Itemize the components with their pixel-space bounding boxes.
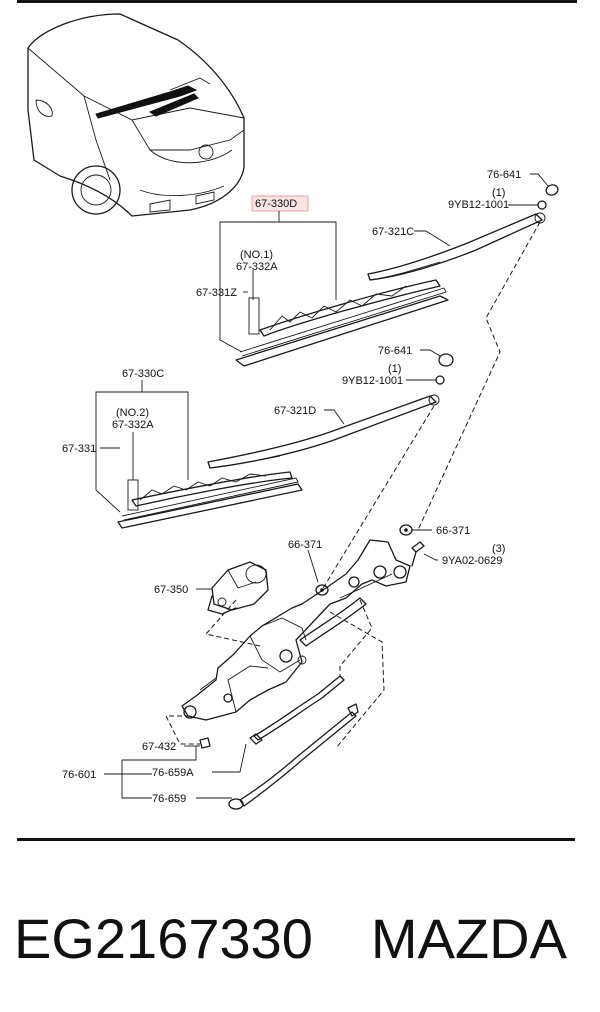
label-66-371-right: 66-371: [436, 525, 470, 537]
label-67-321D: 67-321D: [274, 405, 316, 417]
label-67-350: 67-350: [154, 584, 188, 596]
upper-blade-assembly: [219, 211, 449, 367]
washer-hoses: [104, 675, 359, 810]
bottom-rule: [17, 838, 575, 841]
car-illustration: [27, 13, 245, 217]
upper-wiper-arm: [367, 212, 546, 281]
label-9YB12-1001-top: 9YB12-1001: [448, 199, 509, 211]
lower-blade-assembly: [95, 380, 303, 529]
lower-cap-nut: [406, 349, 454, 385]
part-caption: EG2167330 MAZDA: [14, 898, 594, 978]
dashed-guide-4: [329, 611, 385, 749]
label-76-641-mid: 76-641: [378, 345, 412, 357]
label-76-659A: 76-659A: [152, 767, 194, 779]
wiper-parts-diagram: 67-330D (NO.1) 67-332A 67-331Z 76-641 (1…: [27, 13, 559, 810]
label-67-332A-upper: 67-332A: [236, 261, 278, 273]
wiper-motor: [196, 561, 269, 615]
label-qty3: (3): [492, 543, 505, 555]
label-67-331: 67-331: [62, 443, 96, 455]
label-no2: (NO.2): [116, 407, 149, 419]
label-67-432: 67-432: [142, 741, 176, 753]
label-67-330D: 67-330D: [255, 198, 297, 210]
lower-wiper-arm: [207, 394, 440, 469]
label-qty1-mid: (1): [388, 363, 401, 375]
wiper-linkage-frame: [181, 539, 411, 721]
label-9YA02-0629: 9YA02-0629: [442, 555, 502, 567]
label-9YB12-1001-mid: 9YB12-1001: [342, 375, 403, 387]
washers-bolts: [184, 524, 438, 749]
maker-name: MAZDA: [370, 906, 567, 970]
top-rule: [17, 0, 577, 3]
label-76-641-top: 76-641: [487, 169, 521, 181]
label-67-321C: 67-321C: [372, 226, 414, 238]
dashed-guide-3: [205, 599, 261, 647]
label-67-332A-lower: 67-332A: [112, 419, 154, 431]
label-67-331Z: 67-331Z: [196, 287, 237, 299]
dashed-guide-2: [321, 405, 435, 591]
upper-cap-nut: [508, 173, 559, 210]
label-66-371-left: 66-371: [288, 539, 322, 551]
dashed-guide-6: [165, 715, 200, 745]
label-76-659: 76-659: [152, 793, 186, 805]
label-no1: (NO.1): [240, 249, 273, 261]
label-qty1-top: (1): [492, 187, 505, 199]
dashed-guide-1: [417, 221, 541, 531]
label-76-601: 76-601: [62, 769, 96, 781]
label-67-330C: 67-330C: [122, 368, 164, 380]
part-number: EG2167330: [14, 906, 313, 970]
highlight-box: [251, 195, 309, 212]
